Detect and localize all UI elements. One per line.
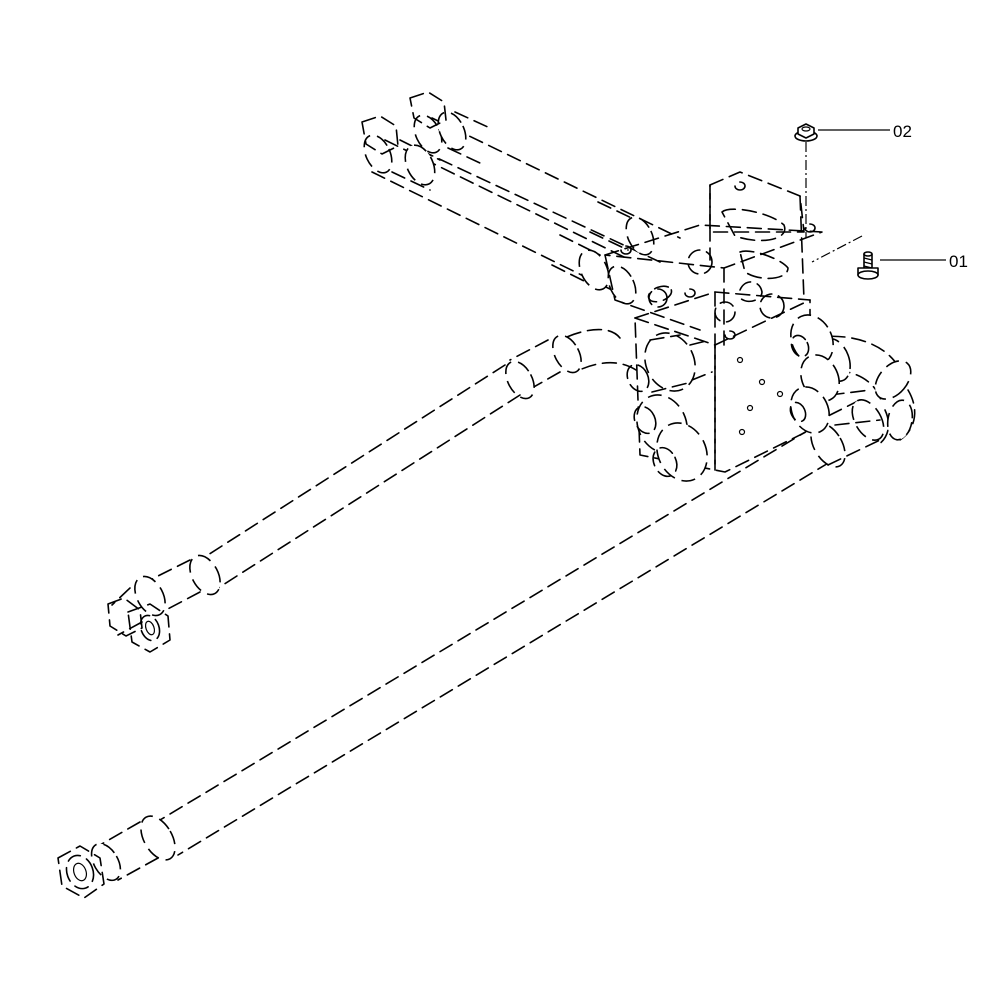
upper-hose-pair — [361, 91, 681, 305]
mounting-bracket — [604, 171, 823, 353]
bolt-centerline — [811, 235, 863, 263]
flange-nut-icon — [794, 123, 818, 142]
callout-01-label: 01 — [949, 252, 968, 271]
valve-fittings — [626, 314, 841, 482]
callout-02-label: 02 — [893, 122, 912, 141]
flange-bolt-icon — [857, 251, 879, 280]
valve-block — [634, 291, 811, 473]
callout-02: 02 — [818, 122, 912, 141]
lower-long-hose — [57, 399, 885, 899]
callout-01: 01 — [880, 252, 968, 271]
left-long-hose — [107, 328, 637, 653]
